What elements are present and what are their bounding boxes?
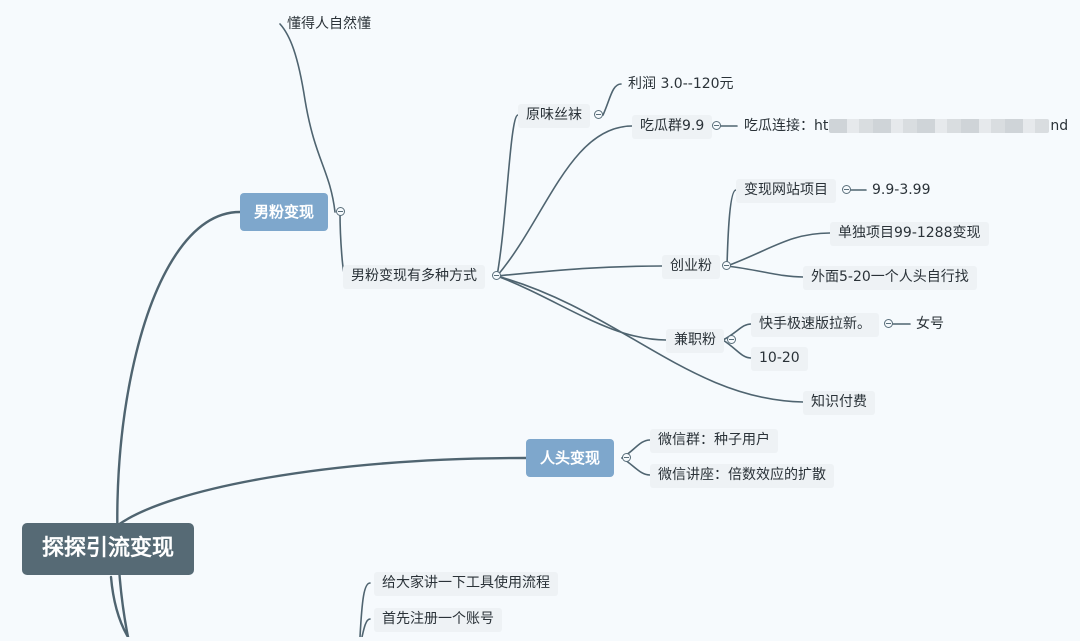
topic-wechat-lecture[interactable]: 微信讲座：倍数效应的扩散 [650, 464, 834, 488]
topic-kuaishou[interactable]: 快手极速版拉新。 [751, 313, 879, 337]
collapse-toggle-icon[interactable] [712, 121, 721, 130]
link-root-tools [359, 582, 371, 638]
topic-site-price[interactable]: 9.9-3.99 [872, 182, 931, 198]
collapse-toggle-icon[interactable] [842, 185, 851, 194]
topic-tool-flow[interactable]: 给大家讲一下工具使用流程 [374, 572, 558, 596]
topic-wechat-group[interactable]: 微信群：种子用户 [650, 429, 778, 453]
link-parttime-range [722, 339, 752, 359]
topic-site-project[interactable]: 变现网站项目 [736, 179, 836, 203]
collapse-toggle-icon[interactable] [727, 335, 736, 344]
link-startup-site [726, 189, 737, 267]
topic-outside-heads[interactable]: 外面5-20一个人头自行找 [803, 266, 977, 290]
topic-female-id[interactable]: 女号 [916, 316, 944, 332]
link-ways-parttime [496, 275, 667, 341]
collapse-toggle-icon[interactable] [594, 110, 603, 119]
link-startup-single [726, 232, 831, 267]
link-male-understand [279, 23, 336, 213]
melon-link-prefix: 吃瓜连接：ht [744, 118, 829, 134]
branch-male-fans[interactable]: 男粉变现 [240, 193, 329, 231]
collapse-toggle-icon[interactable] [722, 261, 731, 270]
topic-startup-fans[interactable]: 创业粉 [662, 255, 720, 279]
topic-single-project[interactable]: 单独项目99-1288变现 [830, 222, 989, 246]
collapse-toggle-icon[interactable] [336, 207, 345, 216]
topic-understand[interactable]: 懂得人自然懂 [287, 16, 371, 32]
topic-melon-group[interactable]: 吃瓜群9.9 [632, 115, 713, 139]
link-root-lower [109, 575, 130, 639]
link-ways-knowledge [496, 275, 804, 403]
link-root-register [361, 618, 371, 638]
melon-link-suffix: nd [1050, 118, 1069, 134]
topic-stockings[interactable]: 原味丝袜 [518, 104, 590, 128]
link-parttime-kuaishou [722, 323, 752, 341]
topic-paid-knowledge[interactable]: 知识付费 [803, 391, 875, 415]
collapse-toggle-icon[interactable] [492, 271, 501, 280]
link-startup-outside [726, 265, 804, 278]
collapse-toggle-icon[interactable] [884, 319, 893, 328]
topic-range[interactable]: 10-20 [751, 347, 808, 371]
branch-head-count[interactable]: 人头变现 [526, 439, 615, 477]
topic-parttime-fans[interactable]: 兼职粉 [666, 329, 724, 353]
link-ways-melon [496, 125, 633, 277]
collapse-toggle-icon[interactable] [622, 453, 631, 462]
root-topic[interactable]: 探探引流变现 [22, 523, 195, 575]
link-ways-stockings [496, 114, 519, 277]
topic-register[interactable]: 首先注册一个账号 [374, 608, 502, 632]
topic-profit[interactable]: 利润 3.0--120元 [628, 76, 734, 92]
link-root-head [116, 456, 528, 527]
link-ways-startup [496, 265, 663, 277]
link-stockings-profit [602, 83, 622, 116]
blurred-link-redaction [829, 119, 1050, 133]
topic-melon-link[interactable]: 吃瓜连接：ht nd [740, 115, 1072, 139]
topic-male-ways[interactable]: 男粉变现有多种方式 [343, 265, 485, 289]
